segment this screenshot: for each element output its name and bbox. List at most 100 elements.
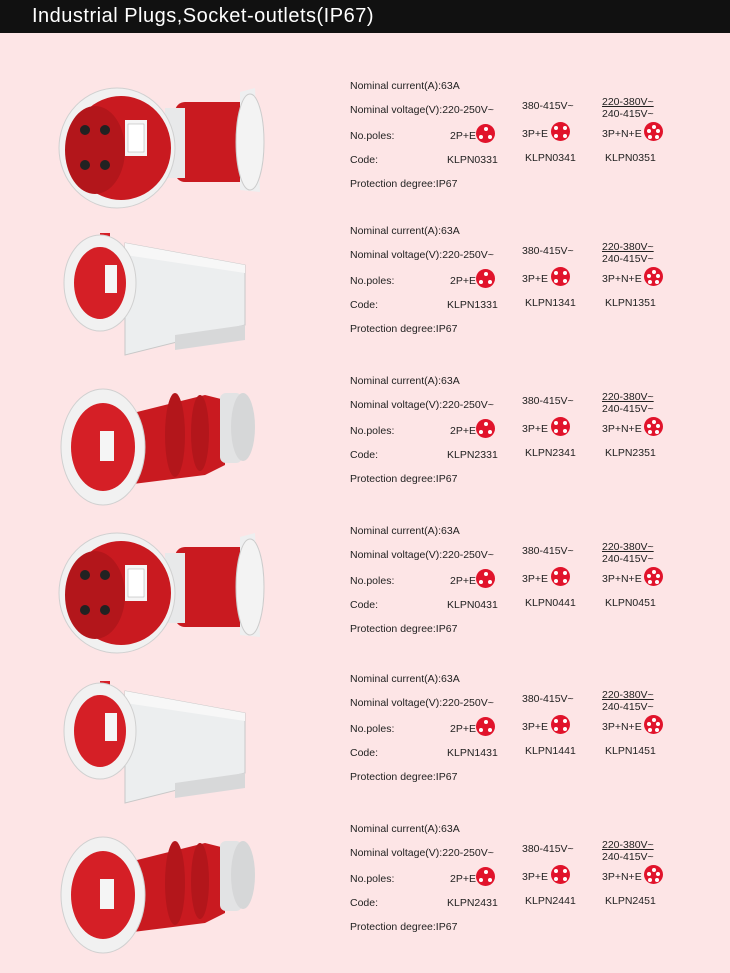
pin-layout-icon: [476, 124, 495, 143]
code-label: Code:: [350, 299, 379, 311]
protection-degree: Protection degree:IP67: [350, 178, 458, 190]
pin-layout-icon: [644, 417, 663, 436]
page-title: Industrial Plugs,Socket-outlets(IP67): [32, 5, 374, 27]
poles-label: No.poles:: [350, 275, 395, 287]
plug-icon: [55, 80, 285, 215]
voltage-3pn-top: 220-380V~: [602, 96, 654, 108]
code-label: Code:: [350, 897, 379, 909]
nominal-current: Nominal current(A):63A: [350, 673, 460, 685]
voltage-3pn-bottom: 240-415V~: [602, 851, 654, 863]
pole-3pne: 3P+N+E: [602, 423, 642, 435]
pole-3pe: 3P+E: [522, 273, 548, 285]
pole-2pe: 2P+E: [450, 723, 476, 735]
product-row: Nominal current(A):63A Nominal voltage(V…: [0, 375, 730, 525]
code-3pe: KLPN1441: [525, 745, 576, 757]
product-row: Nominal current(A):63A Nominal voltage(V…: [0, 673, 730, 823]
product-row: Nominal current(A):63A Nominal voltage(V…: [0, 80, 730, 230]
voltage-3pn-top: 220-380V~: [602, 839, 654, 851]
product-row: Nominal current(A):63A Nominal voltage(V…: [0, 225, 730, 375]
nominal-current: Nominal current(A):63A: [350, 525, 460, 537]
voltage-3p: 380-415V~: [522, 843, 574, 855]
pole-3pe: 3P+E: [522, 573, 548, 585]
wall-socket-icon: [55, 673, 285, 808]
code-2pe: KLPN2331: [447, 449, 498, 461]
code-label: Code:: [350, 747, 379, 759]
nominal-current: Nominal current(A):63A: [350, 80, 460, 92]
poles-label: No.poles:: [350, 723, 395, 735]
code-label: Code:: [350, 449, 379, 461]
code-2pe: KLPN1331: [447, 299, 498, 311]
pin-layout-icon: [644, 267, 663, 286]
code-label: Code:: [350, 599, 379, 611]
protection-degree: Protection degree:IP67: [350, 323, 458, 335]
plug-icon: [55, 525, 285, 660]
pin-layout-icon: [476, 269, 495, 288]
nominal-current: Nominal current(A):63A: [350, 375, 460, 387]
pole-3pne: 3P+N+E: [602, 573, 642, 585]
protection-degree: Protection degree:IP67: [350, 921, 458, 933]
code-2pe: KLPN2431: [447, 897, 498, 909]
code-3pne: KLPN2451: [605, 895, 656, 907]
poles-label: No.poles:: [350, 873, 395, 885]
nominal-current: Nominal current(A):63A: [350, 225, 460, 237]
poles-label: No.poles:: [350, 130, 395, 142]
pin-layout-icon: [551, 865, 570, 884]
pole-2pe: 2P+E: [450, 425, 476, 437]
poles-label: No.poles:: [350, 425, 395, 437]
voltage-3p: 380-415V~: [522, 395, 574, 407]
voltage-3pn-top: 220-380V~: [602, 241, 654, 253]
voltage-3pn-bottom: 240-415V~: [602, 403, 654, 415]
pin-layout-icon: [551, 267, 570, 286]
code-3pe: KLPN0441: [525, 597, 576, 609]
pole-3pe: 3P+E: [522, 423, 548, 435]
pole-2pe: 2P+E: [450, 130, 476, 142]
pole-3pe: 3P+E: [522, 871, 548, 883]
pin-layout-icon: [476, 419, 495, 438]
voltage-3pn-bottom: 240-415V~: [602, 553, 654, 565]
voltage-3p: 380-415V~: [522, 245, 574, 257]
nominal-current: Nominal current(A):63A: [350, 823, 460, 835]
code-3pne: KLPN1351: [605, 297, 656, 309]
protection-degree: Protection degree:IP67: [350, 473, 458, 485]
pole-3pne: 3P+N+E: [602, 273, 642, 285]
protection-degree: Protection degree:IP67: [350, 771, 458, 783]
pole-3pne: 3P+N+E: [602, 128, 642, 140]
pin-layout-icon: [644, 567, 663, 586]
nominal-voltage: Nominal voltage(V):220-250V~: [350, 847, 494, 859]
pin-layout-icon: [551, 417, 570, 436]
code-2pe: KLPN0331: [447, 154, 498, 166]
pin-layout-icon: [551, 567, 570, 586]
page-header: Industrial Plugs,Socket-outlets(IP67): [0, 0, 730, 33]
code-3pne: KLPN1451: [605, 745, 656, 757]
nominal-voltage: Nominal voltage(V):220-250V~: [350, 549, 494, 561]
pole-2pe: 2P+E: [450, 275, 476, 287]
voltage-3p: 380-415V~: [522, 100, 574, 112]
voltage-3p: 380-415V~: [522, 545, 574, 557]
code-3pe: KLPN2441: [525, 895, 576, 907]
pin-layout-icon: [476, 569, 495, 588]
nominal-voltage: Nominal voltage(V):220-250V~: [350, 697, 494, 709]
pin-layout-icon: [476, 717, 495, 736]
connector-icon: [55, 375, 285, 510]
voltage-3p: 380-415V~: [522, 693, 574, 705]
protection-degree: Protection degree:IP67: [350, 623, 458, 635]
code-3pe: KLPN1341: [525, 297, 576, 309]
voltage-3pn-top: 220-380V~: [602, 689, 654, 701]
voltage-3pn-bottom: 240-415V~: [602, 108, 654, 120]
code-3pne: KLPN0451: [605, 597, 656, 609]
voltage-3pn-top: 220-380V~: [602, 541, 654, 553]
voltage-3pn-bottom: 240-415V~: [602, 701, 654, 713]
code-3pne: KLPN0351: [605, 152, 656, 164]
pin-layout-icon: [644, 715, 663, 734]
nominal-voltage: Nominal voltage(V):220-250V~: [350, 104, 494, 116]
poles-label: No.poles:: [350, 575, 395, 587]
pole-3pe: 3P+E: [522, 128, 548, 140]
code-3pne: KLPN2351: [605, 447, 656, 459]
pin-layout-icon: [551, 715, 570, 734]
pole-3pne: 3P+N+E: [602, 721, 642, 733]
pole-2pe: 2P+E: [450, 575, 476, 587]
pole-3pne: 3P+N+E: [602, 871, 642, 883]
code-3pe: KLPN0341: [525, 152, 576, 164]
connector-icon: [55, 823, 285, 958]
pin-layout-icon: [644, 122, 663, 141]
